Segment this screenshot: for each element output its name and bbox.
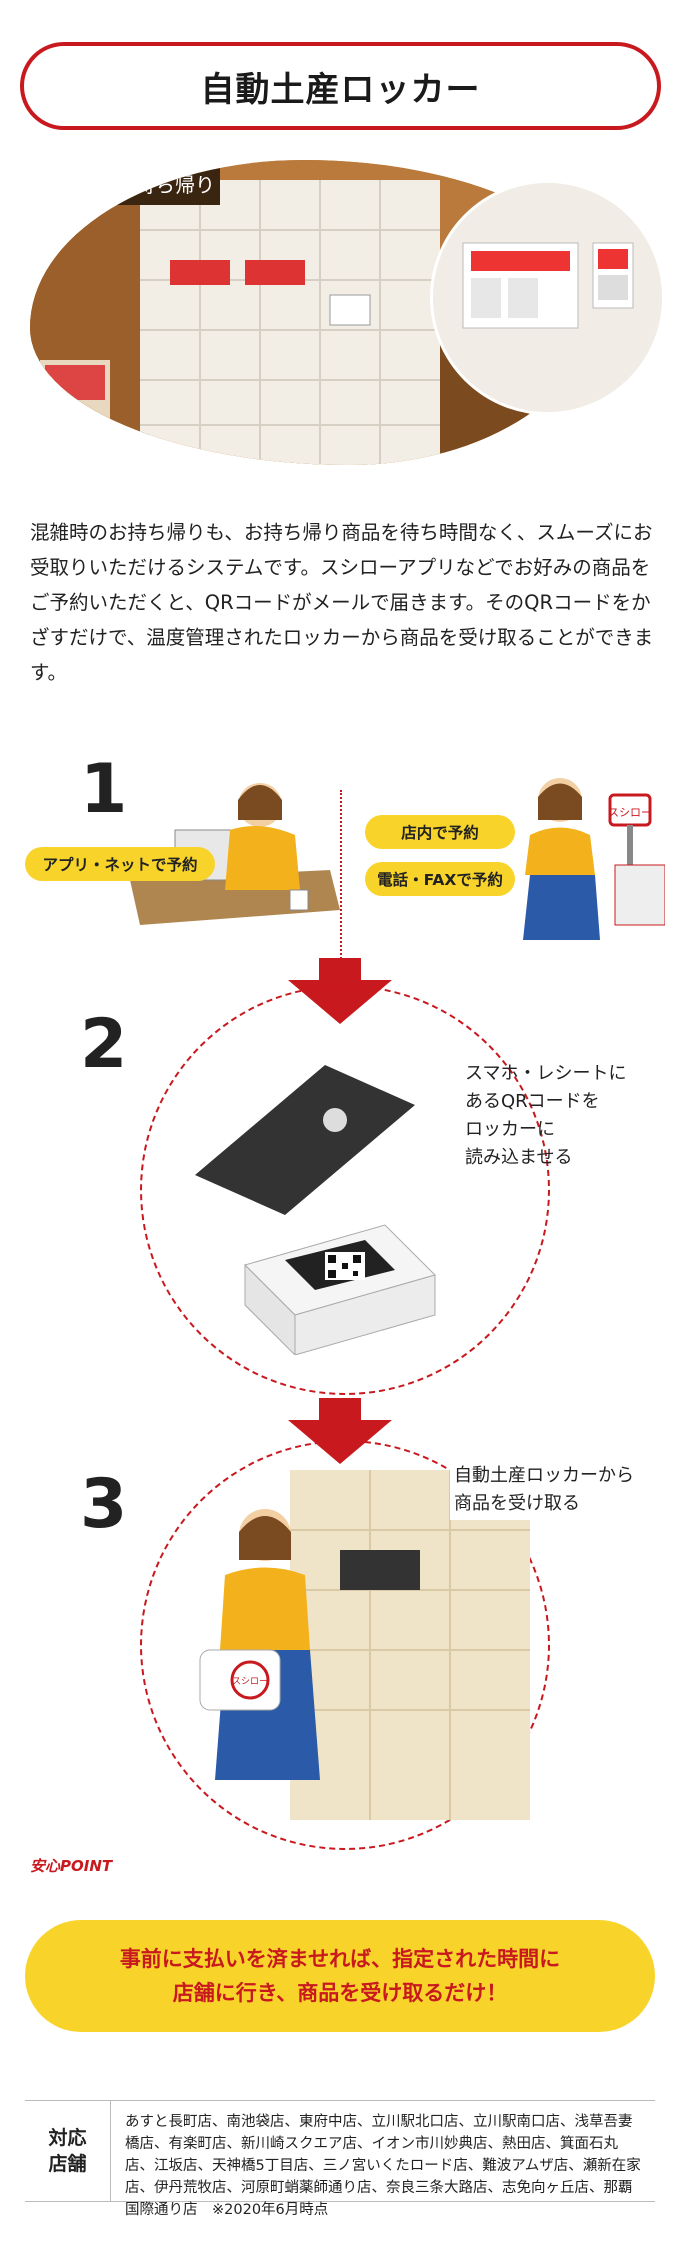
step-3-circle	[140, 1440, 550, 1850]
stores-label: 対応 店舗	[25, 2101, 111, 2201]
step-3-text-line: 自動土産ロッカーから	[454, 1465, 634, 1486]
arrow-1-stem	[319, 958, 361, 980]
point-line-1: 事前に支払いを済ませれば、指定された時間に	[119, 1947, 561, 1971]
step-divider	[340, 790, 342, 970]
step-3-number: 3	[80, 1465, 128, 1544]
description-text: 混雑時のお持ち帰りも、お持ち帰り商品を待ち時間なく、スムーズにお受取りいただける…	[30, 521, 654, 684]
step-2-text-line: あるQRコードを	[465, 1091, 600, 1112]
step-2-circle	[140, 985, 550, 1395]
step-2-text: スマホ・レシートに あるQRコードを ロッカーに 読み込ませる	[465, 1060, 626, 1172]
step-2-text-line: ロッカーに	[465, 1119, 555, 1140]
step-1-person-at-computer	[130, 783, 340, 925]
step-2-text-line: 読み込ませる	[465, 1147, 573, 1168]
step-2-phone-scanner	[195, 1065, 436, 1355]
step-1-number: 1	[80, 750, 128, 829]
qr-reader-closeup	[430, 180, 665, 415]
title-banner: 自動土産ロッカー	[20, 42, 661, 130]
step-3-text-line: 商品を受け取る	[454, 1493, 580, 1514]
sign-text: お持ち帰り	[115, 173, 215, 197]
step-2-number: 2	[80, 1005, 128, 1084]
point-line-2: 店舗に行き、商品を受け取るだけ！	[172, 1981, 508, 2005]
bag-label: スシロー	[232, 1677, 268, 1687]
step-1-phone-fax-label: 電話・FAXで予約	[365, 862, 515, 896]
step-3-person-at-locker: スシロー	[199, 1470, 530, 1820]
step-1-person-on-phone: スシロー	[523, 778, 665, 940]
step-3-text: 自動土産ロッカーから 商品を受け取る	[450, 1460, 638, 1520]
reader-illustration	[433, 183, 662, 412]
stores-list: あすと長町店、南池袋店、東府中店、立川駅北口店、立川駅南口店、浅草吾妻橋店、有楽…	[125, 2114, 641, 2218]
step-1-instore-label: 店内で予約	[365, 815, 515, 849]
step-2-text-line: スマホ・レシートに	[465, 1063, 627, 1084]
stores-table: 対応 店舗 あすと長町店、南池袋店、東府中店、立川駅北口店、立川駅南口店、浅草吾…	[25, 2100, 655, 2218]
point-box: 事前に支払いを済ませれば、指定された時間に 店舗に行き、商品を受け取るだけ！	[25, 1920, 655, 2032]
page-title: 自動土産ロッカー	[200, 69, 481, 110]
stores-label-line: 対応	[48, 2127, 87, 2149]
arrow-2-stem	[319, 1398, 361, 1422]
step-1-app-net-label: アプリ・ネットで予約	[25, 847, 215, 881]
stores-label-line: 店舗	[48, 2153, 87, 2175]
store-sign-text: スシロー	[608, 806, 652, 819]
point-tag: 安心POINT	[30, 1857, 113, 1875]
